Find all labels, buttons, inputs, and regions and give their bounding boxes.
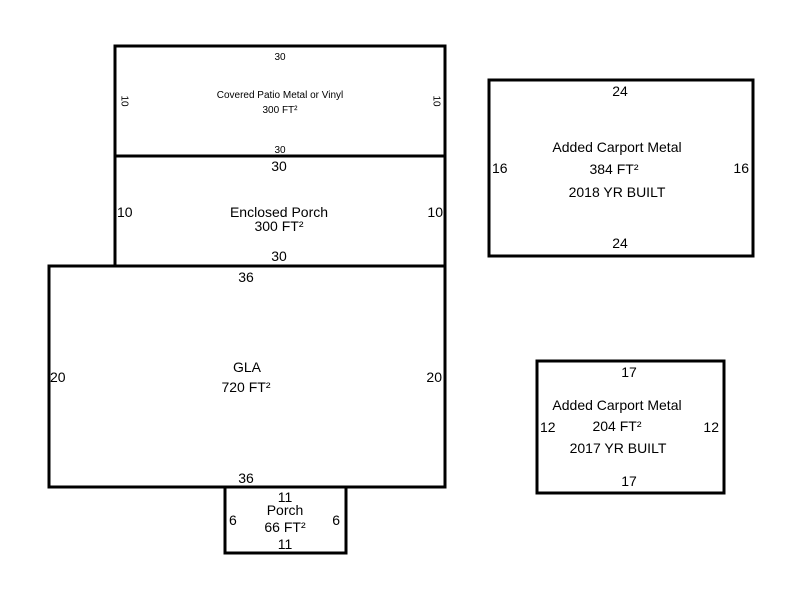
carport-2017-dim-top: 17 bbox=[621, 364, 637, 380]
carport-2017-dim-right: 12 bbox=[703, 419, 719, 435]
covered-patio-dim-top: 30 bbox=[274, 52, 286, 63]
carport-2018-dim-top: 24 bbox=[612, 83, 628, 99]
porch-area-value: 66 FT² bbox=[264, 519, 306, 535]
covered-patio-name: Covered Patio Metal or Vinyl bbox=[217, 90, 344, 101]
porch-outline[interactable] bbox=[223, 485, 348, 555]
covered-patio-outline[interactable] bbox=[113, 44, 447, 158]
gla-area-value: 720 FT² bbox=[221, 379, 270, 395]
enclosed-porch-dim-bottom: 30 bbox=[271, 248, 287, 264]
carport-2018-name: Added Carport Metal bbox=[552, 139, 681, 155]
carport-2017-area[interactable]: 17 Added Carport Metal 204 FT² 2017 YR B… bbox=[535, 359, 726, 495]
carport-2018-area[interactable]: 24 Added Carport Metal 384 FT² 2018 YR B… bbox=[487, 78, 755, 258]
gla-outline[interactable] bbox=[47, 264, 447, 489]
enclosed-porch-outline[interactable] bbox=[113, 154, 447, 268]
covered-patio-dim-bottom: 30 bbox=[274, 145, 286, 156]
carport-2018-area-value: 384 FT² bbox=[589, 161, 638, 177]
porch-name: Porch bbox=[267, 502, 304, 518]
carport-2018-dim-right: 16 bbox=[733, 160, 749, 176]
porch-area[interactable]: 11 Porch 66 FT² 11 6 6 bbox=[223, 485, 348, 555]
carport-2017-dim-bottom: 17 bbox=[621, 473, 637, 489]
porch-dim-left: 6 bbox=[229, 512, 237, 528]
porch-dim-top: 11 bbox=[278, 489, 293, 505]
carport-2018-outline[interactable] bbox=[487, 78, 755, 258]
carport-2018-dim-bottom: 24 bbox=[612, 235, 628, 251]
covered-patio-area[interactable]: 30 Covered Patio Metal or Vinyl 300 FT² … bbox=[113, 44, 447, 158]
enclosed-porch-area[interactable]: 30 Enclosed Porch 300 FT² 30 10 10 bbox=[113, 154, 447, 268]
porch-dim-bottom: 11 bbox=[278, 536, 293, 552]
enclosed-porch-area-value: 300 FT² bbox=[254, 218, 303, 234]
gla-area[interactable]: 36 GLA 720 FT² 36 20 20 bbox=[47, 264, 447, 489]
carport-2018-year: 2018 YR BUILT bbox=[569, 184, 666, 200]
covered-patio-dim-right: 10 bbox=[430, 95, 441, 107]
gla-dim-left: 20 bbox=[50, 369, 66, 385]
carport-2017-area-value: 204 FT² bbox=[592, 418, 641, 434]
covered-patio-area-value: 300 FT² bbox=[262, 105, 298, 116]
carport-2018-dim-left: 16 bbox=[492, 160, 508, 176]
gla-dim-bottom: 36 bbox=[238, 470, 254, 486]
carport-2017-outline[interactable] bbox=[535, 359, 726, 495]
enclosed-porch-name: Enclosed Porch bbox=[230, 204, 328, 220]
enclosed-porch-dim-top: 30 bbox=[271, 158, 287, 174]
carport-2017-name: Added Carport Metal bbox=[552, 397, 681, 413]
porch-dim-right: 6 bbox=[332, 512, 340, 528]
carport-2017-dim-left: 12 bbox=[540, 419, 556, 435]
covered-patio-dim-left: 10 bbox=[118, 95, 129, 107]
gla-name: GLA bbox=[233, 359, 262, 375]
carport-2017-year: 2017 YR BUILT bbox=[570, 440, 667, 456]
enclosed-porch-dim-right: 10 bbox=[427, 204, 443, 220]
enclosed-porch-dim-left: 10 bbox=[117, 204, 133, 220]
gla-dim-right: 20 bbox=[426, 369, 442, 385]
gla-dim-top: 36 bbox=[238, 269, 254, 285]
